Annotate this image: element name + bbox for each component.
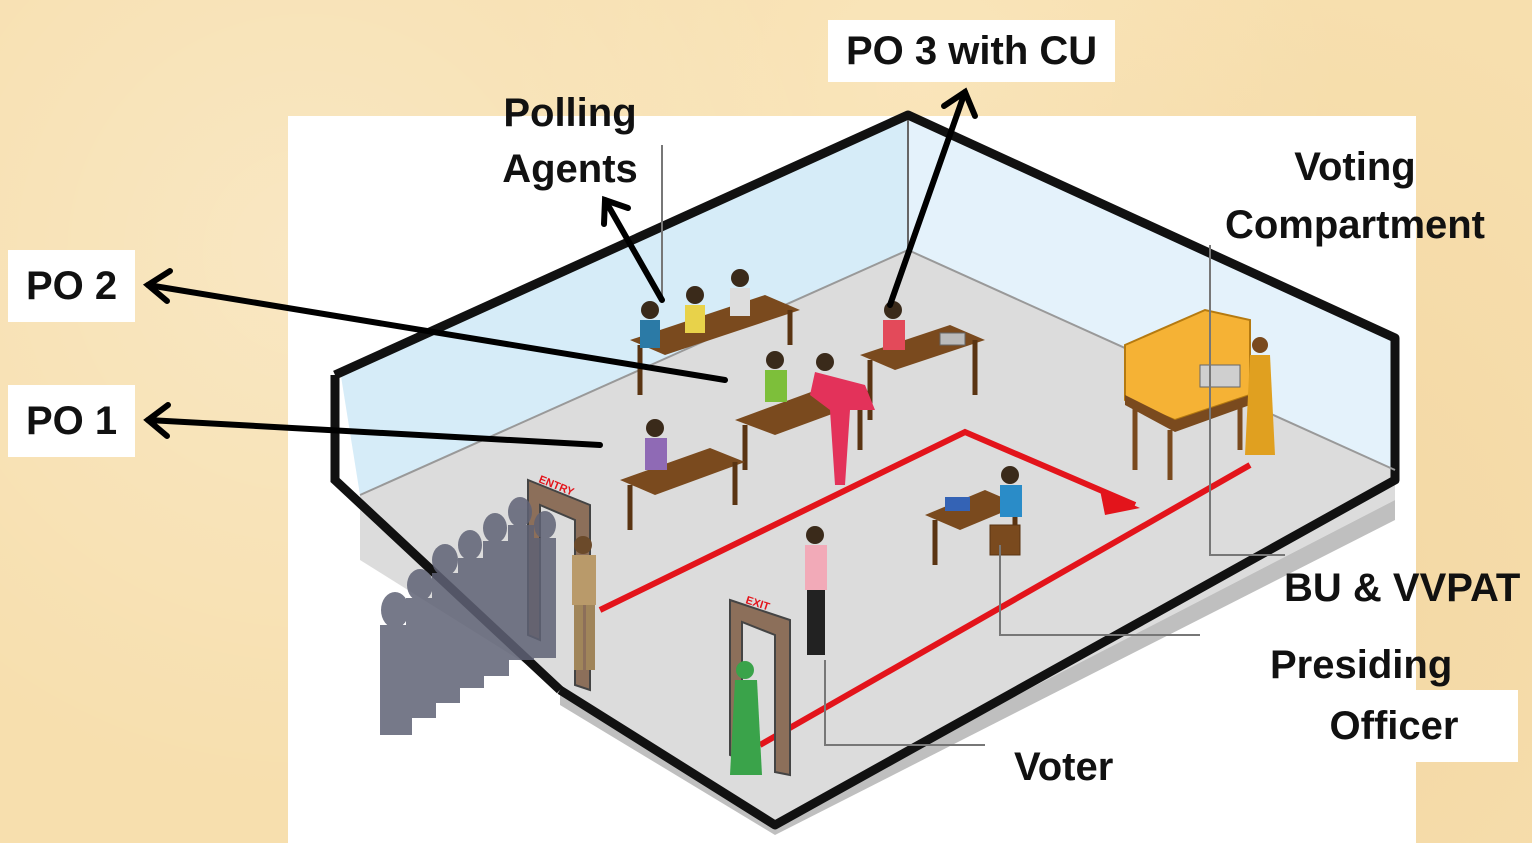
exiting-voter	[730, 661, 762, 775]
po2-table	[735, 351, 875, 485]
back-wall-right	[908, 120, 1395, 470]
po3-table	[860, 301, 985, 420]
arrow-polling-agents	[602, 197, 665, 303]
label-polling-agents: Polling Agents	[495, 88, 645, 194]
polling-agents-table	[630, 269, 800, 395]
label-polling-agents-line1: Polling	[503, 91, 637, 135]
label-voting-line1: Voting	[1294, 145, 1416, 189]
arrow-po1	[145, 417, 603, 448]
label-presiding-line1: Presiding	[1270, 643, 1453, 687]
label-po1: PO 1	[8, 385, 136, 457]
path-arrow-head	[1100, 490, 1140, 515]
exit-path	[758, 462, 1252, 748]
voting-compartment	[1124, 308, 1251, 480]
label-presiding-line2: Officer	[1270, 690, 1518, 762]
voter-standing	[805, 526, 827, 655]
arrow-po3	[887, 89, 968, 308]
label-polling-agents-line2: Agents	[502, 147, 638, 191]
leader-lines	[661, 145, 1285, 746]
callout-arrows	[142, 87, 978, 448]
label-voting-line2: Compartment	[1224, 203, 1486, 247]
label-voting-compartment: Voting Compartment	[1210, 142, 1500, 250]
wall-outline-top	[333, 110, 1400, 830]
arrow-po2	[145, 282, 728, 383]
label-voter: Voter	[1014, 745, 1114, 789]
label-po3-with-cu: PO 3 with CU	[828, 20, 1116, 82]
voter-at-booth	[1245, 337, 1275, 455]
label-bu-vvpat: BU & VVPAT	[1284, 566, 1521, 610]
security-guard	[572, 536, 596, 670]
voter-queue	[380, 497, 556, 735]
voter-path	[598, 428, 1137, 613]
po1-table	[620, 419, 745, 530]
label-po2: PO 2	[8, 250, 136, 322]
back-wall-left	[340, 120, 908, 495]
presiding-officer-table	[925, 466, 1022, 565]
